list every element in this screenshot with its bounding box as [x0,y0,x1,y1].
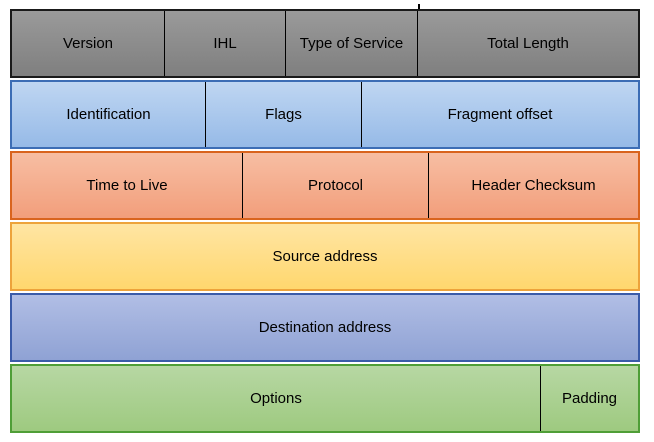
field-protocol: Protocol [243,153,429,218]
field-header-checksum: Header Checksum [471,177,596,194]
header-word-row-6: Options Padding [10,364,640,433]
stray-tick-mark [418,4,420,10]
field-source-address: Source address [272,248,378,265]
header-word-row-1: Version IHL Type of Service Total Length [10,9,640,78]
field-options: Options [12,366,541,431]
field-destination-address: Destination address [258,319,392,336]
field-identification: Identification [12,82,206,147]
field-padding: Padding [561,390,618,407]
field-version: Version [12,11,165,76]
field-time-to-live: Time to Live [12,153,243,218]
header-word-row-4: Source address [10,222,640,291]
field-total-length: Total Length [487,35,569,52]
field-fragment-offset: Fragment offset [447,106,553,123]
header-word-row-3: Time to Live Protocol Header Checksum [10,151,640,220]
field-type-of-service: Type of Service [286,11,418,76]
header-word-row-5: Destination address [10,293,640,362]
header-word-row-2: Identification Flags Fragment offset [10,80,640,149]
ipv4-header-diagram: Version IHL Type of Service Total Length… [10,9,640,435]
field-ihl: IHL [165,11,286,76]
field-flags: Flags [206,82,362,147]
